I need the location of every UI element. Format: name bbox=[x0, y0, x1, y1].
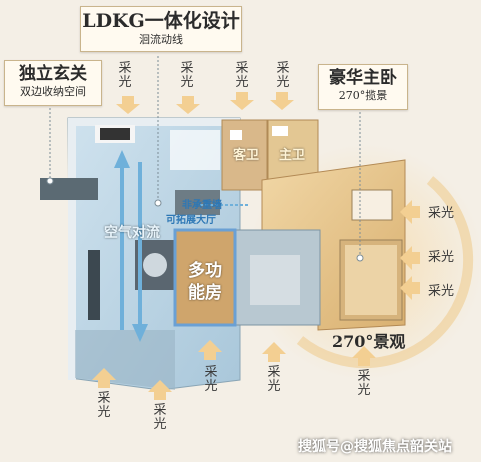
master-title: 豪华主卧 bbox=[329, 68, 397, 88]
light-bottom-4: 采光 bbox=[267, 365, 281, 394]
watermark: 搜狐号@搜狐焦点韶关站 bbox=[298, 439, 452, 455]
ldkg-label: LDKG一体化设计 洄流动线 bbox=[80, 6, 242, 52]
entrance-label: 独立玄关 双边收纳空间 bbox=[4, 60, 102, 106]
master-subtitle: 270°揽景 bbox=[338, 89, 388, 102]
guest-bath-label: 客卫 bbox=[232, 148, 259, 163]
light-right-2: 采光 bbox=[428, 250, 455, 265]
master-label: 豪华主卧 270°揽景 bbox=[318, 64, 408, 110]
light-arrows bbox=[92, 92, 420, 400]
view-270-label: 270°景观 bbox=[332, 332, 406, 351]
multi-function-room bbox=[173, 228, 237, 327]
light-top-1: 采光 bbox=[118, 61, 132, 90]
light-bottom-5: 采光 bbox=[357, 369, 371, 398]
view-arc bbox=[296, 176, 474, 369]
entrance-subtitle: 双边收纳空间 bbox=[20, 85, 86, 98]
air-convection-arrows bbox=[114, 150, 148, 342]
light-top-2: 采光 bbox=[180, 61, 194, 90]
master-bedroom bbox=[261, 159, 406, 331]
light-top-3: 采光 bbox=[235, 61, 249, 90]
light-bottom-2: 采光 bbox=[153, 403, 167, 432]
light-bottom-1: 采光 bbox=[97, 391, 111, 420]
bedroom-middle bbox=[231, 229, 321, 326]
non-load-wall-label-1: 非承重墙 bbox=[182, 200, 222, 211]
guest-bath bbox=[221, 119, 268, 191]
ldkg-subtitle: 洄流动线 bbox=[139, 33, 183, 46]
light-top-4: 采光 bbox=[276, 61, 290, 90]
light-right-1: 采光 bbox=[428, 206, 455, 221]
air-convection-label: 空气对流 bbox=[104, 225, 160, 241]
light-bottom-3: 采光 bbox=[204, 365, 218, 394]
non-load-wall-label-2: 可拓展大厅 bbox=[166, 215, 216, 226]
ldkg-title: LDKG一体化设计 bbox=[82, 10, 240, 32]
light-right-3: 采光 bbox=[428, 284, 455, 299]
master-bath-label: 主卫 bbox=[278, 148, 305, 163]
entrance-title: 独立玄关 bbox=[19, 64, 87, 84]
multi-room-label: 多功 能房 bbox=[188, 261, 222, 303]
